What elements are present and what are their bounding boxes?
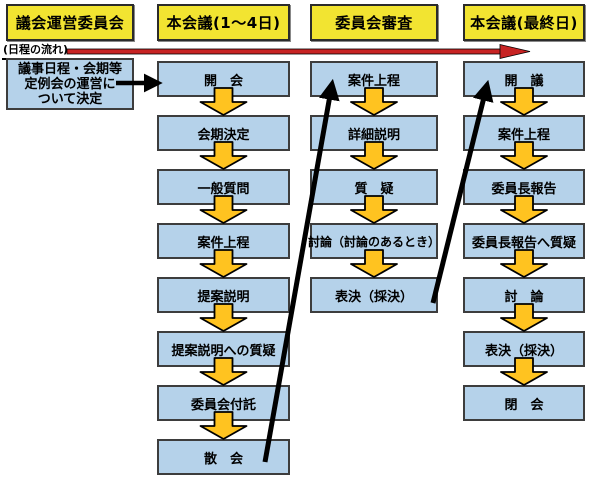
flow-step: 開 議 [463, 61, 585, 97]
column-header-steering-committee: 議会運営委員会 [6, 4, 134, 41]
note-line: ついて決定 [37, 91, 103, 107]
flow-step: 表決（採決） [463, 331, 585, 367]
flow-step: 提案説明への質疑 [157, 331, 290, 367]
flow-step: 委員会付託 [157, 385, 290, 421]
flow-step: 案件上程 [463, 115, 585, 151]
flow-step: 会期決定 [157, 115, 290, 151]
flow-step: 委員長報告へ質疑 [463, 223, 585, 259]
schedule-flow-arrow-icon [66, 43, 531, 60]
column-header-plenary-days-1-4: 本会議(1～4日) [157, 4, 290, 41]
flow-step: 案件上程 [157, 223, 290, 259]
flow-step: 散 会 [157, 439, 290, 475]
flow-step: 表決（採決） [310, 277, 438, 313]
column-header-plenary-final-day: 本会議(最終日) [463, 4, 585, 41]
note-line: 定例会の運営に [24, 76, 116, 92]
flow-step: 案件上程 [310, 61, 438, 97]
flow-step: 討論（討論のあるとき） [308, 223, 440, 259]
flow-step: 委員長報告 [463, 169, 585, 205]
flow-step: 開 会 [157, 61, 290, 97]
flow-step: 討 論 [463, 277, 585, 313]
flow-step: 詳細説明 [310, 115, 438, 151]
note-line: 議事日程・会期等 [17, 61, 122, 77]
flow-step: 閉 会 [463, 385, 585, 421]
flow-step: 一般質問 [157, 169, 290, 205]
flow-step: 提案説明 [157, 277, 290, 313]
note-box: 議事日程・会期等 定例会の運営に ついて決定 [6, 58, 134, 110]
column-header-committee-review: 委員会審査 [310, 4, 438, 41]
flow-step: 質 疑 [310, 169, 438, 205]
